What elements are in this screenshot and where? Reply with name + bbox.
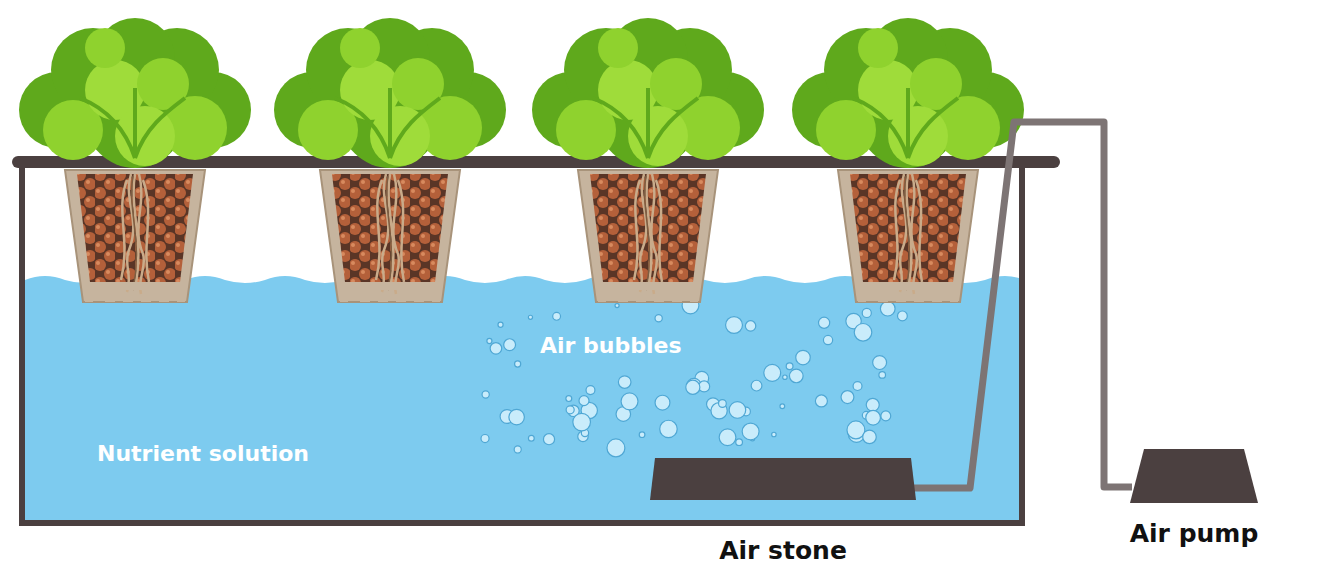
air-bubble [729,402,746,419]
air-bubble [786,363,793,370]
air-pump-body [1130,449,1258,503]
air-bubble [482,391,489,398]
air-stone: Air stone [650,456,916,565]
air-bubble [780,404,785,409]
air-bubble [736,439,743,446]
air-bubble [815,395,827,407]
air-bubble [772,432,777,437]
air-bubble [504,339,516,351]
air-bubble [854,323,872,341]
bubble-label: Air bubbles [540,333,682,358]
air-bubble [621,393,638,410]
air-bubble [655,395,670,410]
air-pump: Air pump [1110,447,1278,548]
air-bubble [880,301,895,316]
air-bubble [573,413,591,431]
air-bubble [719,429,736,446]
air-bubble [853,382,862,391]
air-bubble [726,317,743,334]
air-bubble [490,343,502,355]
air-bubble [639,432,645,438]
air-bubble [553,312,561,320]
air-bubble [863,430,877,444]
air-bubble [586,386,595,395]
air-bubble [841,391,854,404]
air-bubble [898,311,908,321]
air-bubble [742,423,759,440]
air-bubble [764,364,781,381]
air-bubble [719,400,727,408]
air-bubble [819,317,830,328]
air-bubble [579,396,589,406]
air-bubble [607,439,625,457]
air-stone-body [650,458,916,500]
air-bubble [509,409,525,425]
air-bubble [566,396,572,402]
solution-label: Nutrient solution [97,441,309,466]
air-bubble [655,315,662,322]
air-bubble [528,435,534,441]
air-stone-shape [650,456,916,502]
nutrient-water [25,276,1025,520]
air-tube [914,122,1132,488]
air-bubble [515,361,521,367]
air-bubble [862,308,871,317]
air-bubble [543,434,554,445]
air-bubble [514,446,521,453]
air-bubble [528,315,532,319]
air-bubble [618,376,631,389]
air-bubble [866,398,879,411]
air-bubble [789,369,803,383]
air-bubble [498,322,503,327]
part-name: Air stone [719,536,847,565]
air-bubble [879,372,886,379]
air-bubble [615,304,619,308]
air-bubble [751,380,762,391]
air-bubble [686,380,700,394]
air-bubble [823,335,832,344]
air-bubble [881,411,891,421]
air-bubble [796,350,811,365]
air-bubble [481,434,489,442]
air-bubble [566,406,574,414]
air-bubble [487,338,492,343]
air-pump-shape [1110,447,1278,505]
air-bubble [745,321,755,331]
air-bubble [783,375,787,379]
air-bubble [866,410,881,425]
air-bubble [660,420,677,437]
part-name: Air pump [1130,519,1259,548]
air-bubble [873,356,887,370]
